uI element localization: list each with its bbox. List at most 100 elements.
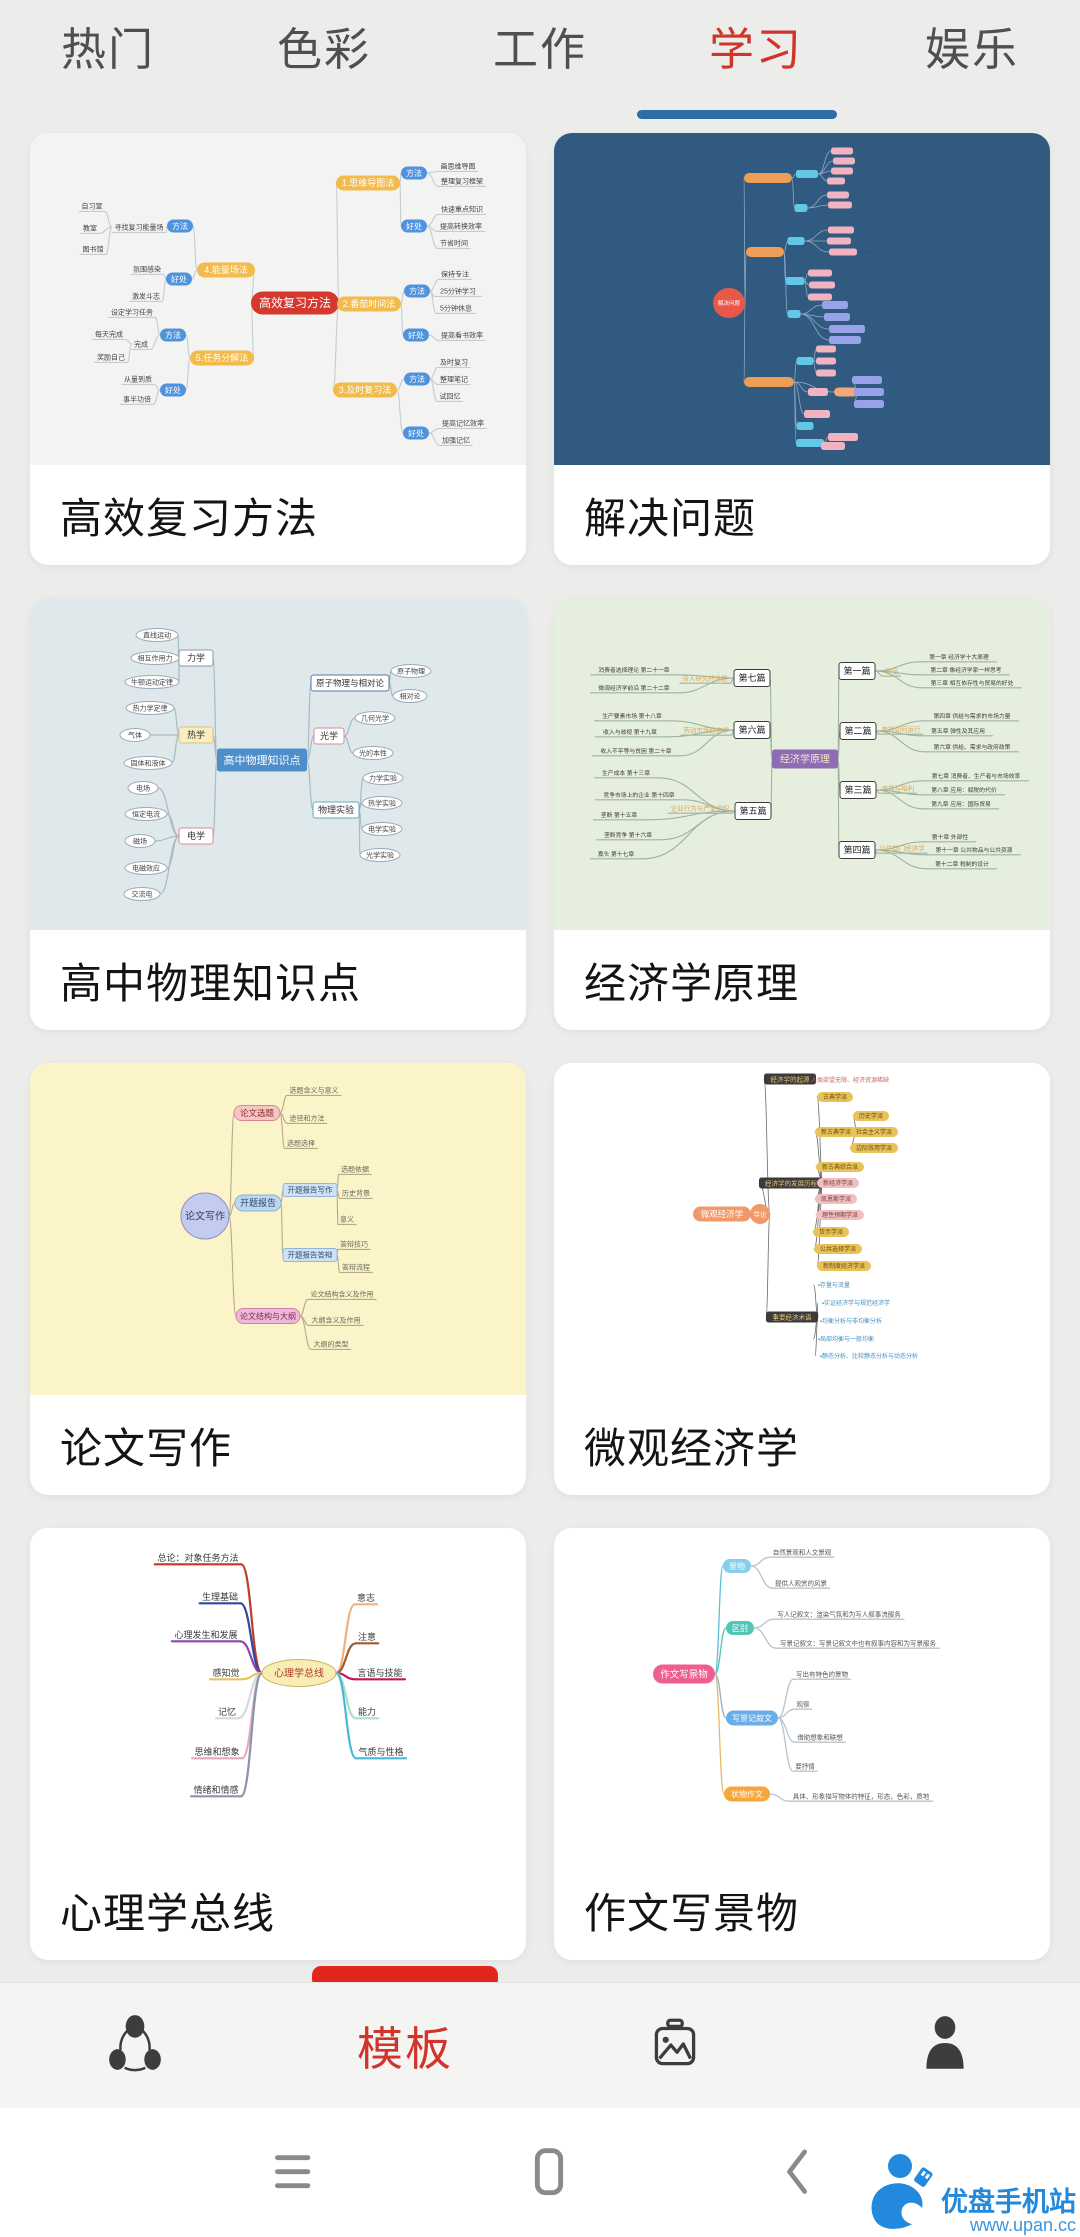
svg-text:原子物理: 原子物理 — [397, 666, 425, 675]
svg-text:答辩技巧: 答辩技巧 — [340, 1239, 368, 1248]
svg-text:及时复习: 及时复习 — [440, 357, 468, 366]
card-title: 解决问题 — [584, 494, 757, 542]
svg-text:大纲的类型: 大纲的类型 — [314, 1339, 349, 1348]
svg-text:感知觉: 感知觉 — [212, 1667, 239, 1678]
svg-text:电磁效应: 电磁效应 — [132, 863, 160, 872]
nav-item-templates[interactable]: 模板 — [270, 1983, 540, 2109]
svg-text:氛围感染: 氛围感染 — [133, 264, 161, 273]
svg-text:·····: ····· — [862, 250, 871, 256]
svg-text:第四篇: 第四篇 — [843, 844, 870, 855]
svg-text:寻找复习能量场: 寻找复习能量场 — [115, 222, 164, 231]
svg-text:第八章 应用：赋税的代价: 第八章 应用：赋税的代价 — [931, 786, 997, 794]
svg-text:事半功倍: 事半功倍 — [123, 394, 151, 403]
template-card[interactable]: 高中物理知识点力学热学电学原子物理与相对论光学物理实验直线运动相互作用力牛顿运动… — [30, 598, 526, 1030]
svg-text:新古典学派: 新古典学派 — [821, 1128, 851, 1136]
watermark-url: www.upan.cc — [969, 2215, 1076, 2236]
svg-text:第六篇: 第六篇 — [738, 724, 765, 735]
svg-text:第五篇: 第五篇 — [739, 805, 766, 816]
svg-text:第二篇: 第二篇 — [844, 725, 871, 736]
svg-text:好处: 好处 — [406, 221, 422, 231]
svg-text:5分钟休息: 5分钟休息 — [440, 303, 472, 312]
svg-text:热力学定律: 热力学定律 — [133, 703, 168, 712]
template-card[interactable]: 微观经济学导论经济学的起源经济学的发展历程重要经济术语人类欲望无限、经济资源稀缺… — [554, 1063, 1050, 1495]
svg-text:每天完成: 每天完成 — [95, 329, 123, 338]
svg-text:第七篇: 第七篇 — [738, 672, 765, 683]
svg-text:竞争市场上的企业 第十四章: 竞争市场上的企业 第十四章 — [603, 791, 674, 799]
svg-text:意义: 意义 — [340, 1214, 354, 1223]
recents-icon[interactable] — [267, 2146, 323, 2202]
svg-text:区别: 区别 — [732, 1624, 748, 1633]
svg-text:25分钟学习: 25分钟学习 — [440, 286, 476, 295]
svg-text:边际效用学派: 边际效用学派 — [856, 1144, 892, 1152]
svg-text:4.能量场法: 4.能量场法 — [204, 264, 248, 275]
tab-4[interactable]: 娱乐 — [924, 24, 1019, 75]
nav-item-profile[interactable] — [810, 1983, 1080, 2109]
svg-text:凯恩斯学派: 凯恩斯学派 — [821, 1195, 851, 1203]
svg-text:试回忆: 试回忆 — [440, 391, 461, 400]
svg-text:整理复习框架: 整理复习框架 — [441, 176, 483, 185]
svg-text:能力: 能力 — [358, 1706, 376, 1717]
template-card[interactable]: 经济学原理第一篇第二篇第三篇第四篇第七篇第六篇第五篇导论市场如何运行市场与福利公… — [554, 598, 1050, 1030]
svg-text:心理学总线: 心理学总线 — [274, 1667, 324, 1680]
svg-text:▪静态分析、比较静态分析与动态分析: ▪静态分析、比较静态分析与动态分析 — [820, 1352, 918, 1360]
nav-item-mindmap[interactable] — [0, 1983, 270, 2109]
svg-text:第七章 消费者、生产者与市场效率: 第七章 消费者、生产者与市场效率 — [932, 772, 1021, 780]
svg-text:电场: 电场 — [136, 783, 150, 792]
svg-text:从量到质: 从量到质 — [124, 374, 152, 383]
svg-text:第九章 应用：国际贸易: 第九章 应用：国际贸易 — [931, 800, 991, 808]
tab-1[interactable]: 色彩 — [276, 24, 371, 75]
svg-text:设定学习任务: 设定学习任务 — [111, 307, 153, 316]
svg-text:导论: 导论 — [886, 666, 900, 675]
svg-text:借助想象和联想: 借助想象和联想 — [797, 1732, 843, 1741]
svg-text:加强记忆: 加强记忆 — [442, 435, 470, 444]
svg-text:5.任务分解法: 5.任务分解法 — [196, 352, 249, 363]
svg-text:电学: 电学 — [187, 830, 205, 841]
tab-3[interactable]: 学习 — [708, 24, 803, 75]
svg-text:力学: 力学 — [187, 652, 205, 663]
template-card[interactable]: 作文写景物景物区别写景记叙文状物作文自然景观和人文景观提供人观赏的风景写人记叙文… — [554, 1528, 1050, 1960]
mindmap-thumbnail: 论文写作论文选题开题报告论文结构与大纲开题报告写作开题报告答辩选题含义与意义途径… — [30, 1063, 526, 1395]
template-card[interactable]: 论文写作论文选题开题报告论文结构与大纲开题报告写作开题报告答辩选题含义与意义途径… — [30, 1063, 526, 1495]
mindmap-icon — [104, 2013, 166, 2080]
svg-text:热学实验: 热学实验 — [368, 798, 396, 807]
nav-item-gallery[interactable] — [540, 1983, 810, 2109]
svg-text:作文写景物: 作文写景物 — [660, 1668, 708, 1680]
back-icon[interactable] — [772, 2146, 828, 2202]
svg-text:▪实证经济学与规范经济学: ▪实证经济学与规范经济学 — [822, 1299, 890, 1307]
svg-text:好处: 好处 — [165, 385, 181, 395]
svg-text:光的本性: 光的本性 — [359, 748, 387, 757]
tab-2[interactable]: 工作 — [492, 24, 587, 75]
svg-text:教室: 教室 — [83, 223, 97, 232]
svg-text:大纲含义及作用: 大纲含义及作用 — [312, 1315, 361, 1324]
svg-text:途径和方法: 途径和方法 — [290, 1113, 325, 1122]
svg-text:总论：对象任务方法: 总论：对象任务方法 — [157, 1552, 238, 1563]
svg-text:快速重点知识: 快速重点知识 — [441, 204, 483, 213]
svg-text:人类欲望无限、经济资源稀缺: 人类欲望无限、经济资源稀缺 — [811, 1076, 889, 1084]
template-card[interactable]: 解决问题·····解决问题 — [554, 133, 1050, 565]
svg-text:高中物理知识点: 高中物理知识点 — [224, 753, 301, 767]
profile-icon — [914, 2013, 976, 2080]
svg-text:论文结构与大纲: 论文结构与大纲 — [240, 1311, 296, 1321]
card-title: 作文写景物 — [584, 1889, 800, 1937]
svg-text:观察: 观察 — [797, 1699, 811, 1708]
svg-text:写景记叙文: 写景记叙文 — [732, 1713, 772, 1723]
svg-text:第十一章 公共物品与公共资源: 第十一章 公共物品与公共资源 — [936, 846, 1013, 854]
tab-0[interactable]: 热门 — [60, 24, 155, 75]
svg-text:垄断竞争 第十六章: 垄断竞争 第十六章 — [604, 831, 652, 839]
svg-text:光学实验: 光学实验 — [366, 850, 394, 859]
svg-text:画思维导图: 画思维导图 — [441, 161, 476, 170]
mindmap-thumbnail: 心理学总线总论：对象任务方法生理基础心理发生和发展感知觉记忆思维和想象情绪和情感… — [30, 1528, 526, 1860]
home-icon[interactable] — [521, 2146, 577, 2202]
svg-text:第一篇: 第一篇 — [843, 665, 870, 676]
svg-text:第四章 供给与需求的市场力量: 第四章 供给与需求的市场力量 — [934, 712, 1011, 720]
card-title: 高效复习方法 — [60, 494, 319, 542]
svg-text:第一章 经济学十大原理: 第一章 经济学十大原理 — [929, 653, 989, 661]
svg-text:2.番茄时间法: 2.番茄时间法 — [343, 298, 396, 309]
svg-text:具体、形象描写物体的特征，形态，色彩，质地: 具体、形象描写物体的特征，形态，色彩，质地 — [793, 1791, 930, 1800]
nav-label: 模板 — [357, 2023, 453, 2075]
svg-text:交流电: 交流电 — [132, 889, 153, 898]
template-card[interactable]: 心理学总线总论：对象任务方法生理基础心理发生和发展感知觉记忆思维和想象情绪和情感… — [30, 1528, 526, 1960]
svg-text:货币学派: 货币学派 — [819, 1228, 843, 1236]
svg-text:市场如何运行: 市场如何运行 — [882, 724, 922, 733]
